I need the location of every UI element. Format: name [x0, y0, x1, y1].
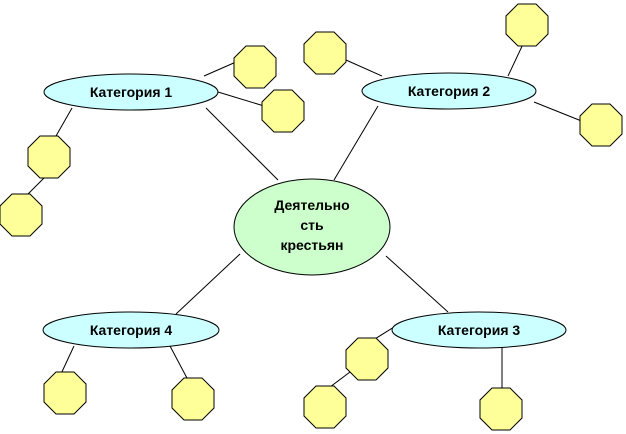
leaf-node: [505, 3, 549, 47]
leaf-node: [345, 337, 389, 381]
category-ellipse: [361, 72, 537, 110]
category-label: Категория 4: [90, 322, 173, 338]
leaf-node: [303, 31, 347, 75]
center-node: Деятельно сть крестьян: [233, 178, 391, 276]
category-node-2: Категория 2: [361, 72, 537, 110]
leaf-node: [233, 45, 277, 89]
connector-center-cat3: [385, 255, 449, 313]
category-ellipse: [391, 311, 567, 349]
center-ellipse: [233, 178, 391, 276]
category-label: Категория 1: [90, 84, 173, 100]
connector-cat1-leaf4: [25, 177, 45, 197]
category-label: Категория 3: [438, 322, 521, 338]
category-node-1: Категория 1: [43, 73, 219, 111]
connector-cat4-leaf1: [59, 345, 75, 377]
center-label-line-1: Деятельно: [274, 197, 349, 213]
leaf-node: [27, 135, 71, 179]
leaf-node: [43, 371, 87, 415]
connector-center-cat4: [175, 253, 241, 315]
connector-center-cat2: [333, 105, 379, 181]
category-node-3: Категория 3: [391, 311, 567, 349]
connector-cat2-leaf1: [345, 59, 383, 77]
category-label: Категория 2: [408, 83, 491, 99]
category-nodes: Категория 1 Категория 2 Категория 3 Кате…: [42, 72, 567, 349]
center-label-line-2: сть: [300, 217, 324, 233]
leaf-node: [171, 377, 215, 421]
leaf-node: [579, 103, 623, 147]
leaf-node: [0, 193, 43, 237]
connector-cat1-leaf1: [203, 61, 237, 77]
connector-cat2-leaf3: [533, 101, 585, 123]
category-ellipse: [43, 73, 219, 111]
leaf-node: [261, 89, 305, 133]
connector-cat1-leaf3: [55, 107, 73, 137]
connector-center-cat1: [205, 107, 279, 181]
leaf-node: [479, 387, 523, 431]
connector-cat1-leaf2: [217, 91, 265, 107]
center-label-line-3: крестьян: [280, 237, 343, 253]
connector-cat4-leaf2: [169, 345, 189, 381]
leaf-nodes: [0, 3, 623, 431]
leaf-node: [303, 385, 347, 429]
category-ellipse: [42, 311, 220, 349]
connector-cat2-leaf2: [507, 41, 525, 77]
category-node-4: Категория 4: [42, 311, 220, 349]
